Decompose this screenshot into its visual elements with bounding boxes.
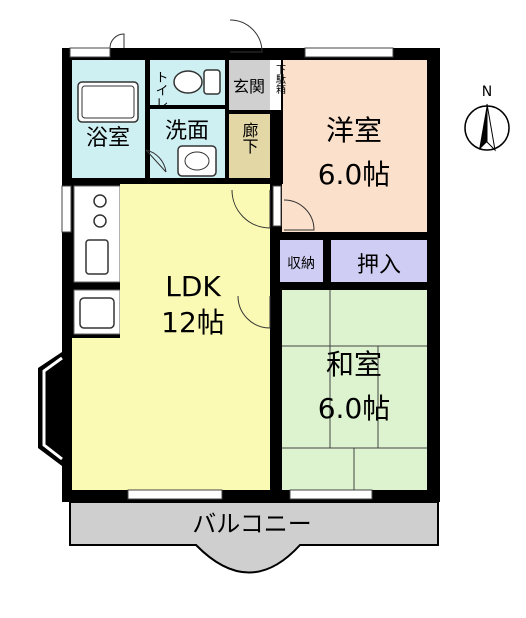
tatami-lines (282, 290, 427, 490)
storage (280, 240, 323, 282)
label-western-size: 6.0帖 (318, 158, 391, 191)
label-ldk-size: 12帖 (161, 306, 225, 339)
stove-burner (93, 194, 107, 208)
label-hallway: 廊下 (240, 122, 259, 154)
door-swings (109, 19, 315, 329)
balcony-area (69, 501, 439, 574)
compass-label: N (482, 84, 492, 100)
label-closet: 押入 (357, 253, 401, 278)
bathtub (77, 81, 139, 123)
kitchen-sink (85, 239, 109, 275)
label-bath: 浴室 (86, 126, 130, 151)
closet (331, 240, 427, 282)
compass: N (464, 84, 510, 152)
room-western (282, 60, 427, 232)
toilet-bowl (173, 70, 203, 94)
wash-basin (177, 145, 217, 177)
label-western: 洋室 (326, 114, 382, 147)
washing-machine (79, 297, 115, 329)
room-ldk (72, 184, 270, 490)
label-japanese: 和室 (326, 348, 382, 381)
label-ldk: LDK (165, 270, 221, 303)
room-hallway (229, 114, 270, 178)
label-japanese-size: 6.0帖 (318, 392, 391, 425)
compass-needle-icon (479, 104, 487, 150)
label-balcony: バルコニー (192, 510, 312, 538)
label-washroom: 洗面 (165, 119, 209, 144)
stove-burner (93, 214, 107, 228)
label-toilet: トイレ (153, 71, 168, 110)
label-entrance: 玄関 (233, 77, 265, 96)
windows (61, 47, 394, 500)
label-storage: 収納 (287, 256, 315, 272)
room-entrance (229, 60, 270, 110)
label-shoe-box: 下駄箱 (274, 64, 286, 95)
